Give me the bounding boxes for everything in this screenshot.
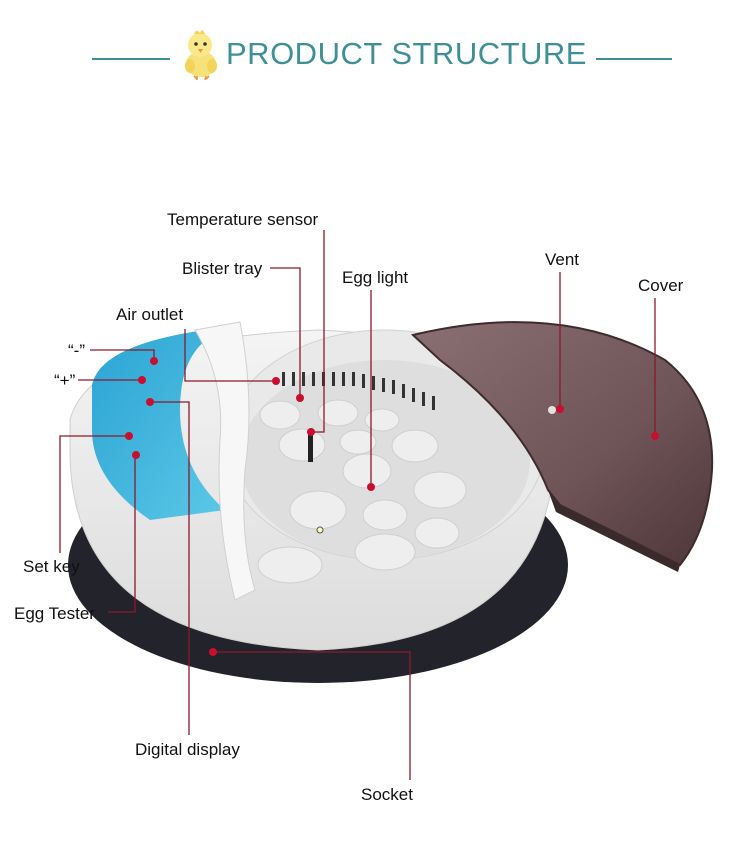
header-rule-right bbox=[596, 58, 672, 60]
leader-blister-tray bbox=[270, 267, 301, 397]
label-egg-tester: Egg Tester bbox=[14, 604, 95, 623]
chick-icon bbox=[185, 30, 217, 80]
dot-cover bbox=[651, 432, 659, 440]
dot-digital-display bbox=[146, 398, 154, 406]
marker-dots bbox=[125, 357, 659, 656]
blister-tray-teeth bbox=[282, 372, 435, 410]
dot-vent bbox=[556, 405, 564, 413]
lid bbox=[410, 321, 714, 567]
label-set-key: Set key bbox=[23, 557, 80, 576]
label-socket: Socket bbox=[361, 785, 413, 804]
label-minus-key: “-” bbox=[68, 341, 85, 360]
temperature-probe bbox=[308, 432, 313, 462]
page-title: PRODUCT STRUCTURE bbox=[226, 36, 587, 71]
leader-socket bbox=[213, 651, 411, 780]
section-header: PRODUCT STRUCTURE bbox=[0, 28, 750, 88]
leader-egg-tester bbox=[108, 455, 136, 613]
dot-egg-light bbox=[367, 483, 375, 491]
label-temperature-sensor: Temperature sensor bbox=[167, 210, 319, 229]
label-cover: Cover bbox=[638, 276, 684, 295]
label-digital-display: Digital display bbox=[135, 740, 240, 759]
dot-blister-tray bbox=[296, 394, 304, 402]
label-egg-light: Egg light bbox=[342, 268, 409, 287]
dot-air-outlet bbox=[272, 377, 280, 385]
control-panel bbox=[92, 330, 225, 520]
dot-egg-tester bbox=[132, 451, 140, 459]
label-blister-tray: Blister tray bbox=[182, 259, 263, 278]
leader-set-key bbox=[59, 435, 129, 553]
dot-socket bbox=[209, 648, 217, 656]
label-vent: Vent bbox=[545, 250, 580, 269]
dot-plus bbox=[138, 376, 146, 384]
label-air-outlet: Air outlet bbox=[116, 305, 184, 324]
leader-minus bbox=[90, 349, 155, 360]
partition-wall bbox=[194, 321, 256, 601]
dot-minus bbox=[150, 357, 158, 365]
leader-digital-display bbox=[150, 401, 190, 735]
label-plus-key: “+” bbox=[54, 371, 76, 390]
dot-set-key bbox=[125, 432, 133, 440]
egg-cups bbox=[257, 399, 467, 584]
leader-air-outlet bbox=[184, 329, 276, 382]
header-rule-left bbox=[92, 58, 170, 60]
dot-temperature-sensor bbox=[307, 428, 315, 436]
